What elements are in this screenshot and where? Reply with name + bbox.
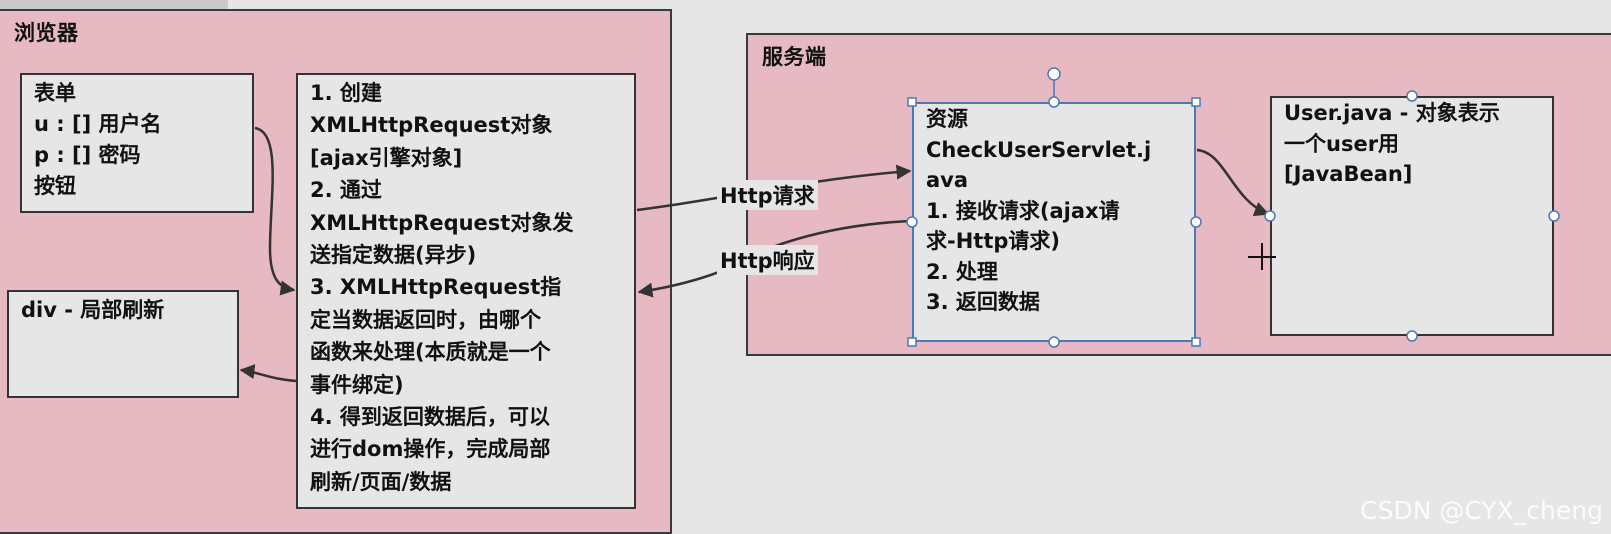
user-box-line: [JavaBean] — [1284, 162, 1413, 186]
ajax-step-line: 2. 通过 — [310, 178, 382, 203]
resize-handle-tr[interactable] — [1191, 97, 1201, 107]
form-box-line: 按钮 — [34, 174, 76, 198]
servlet-resource-box[interactable]: 资源 CheckUserServlet.j ava 1. 接收请求(ajax请 … — [912, 102, 1196, 342]
rotate-handle[interactable] — [1047, 67, 1061, 81]
ajax-step-line: 3. XMLHttpRequest指 — [310, 275, 562, 300]
http-response-label: Http响应 — [717, 245, 818, 275]
servlet-to-user-arrow[interactable] — [1196, 148, 1270, 217]
crosshair-cursor-icon — [1248, 243, 1276, 270]
ajax-step-line: [ajax引擎对象] — [310, 145, 463, 170]
form-box-line: p : [] 密码 — [34, 143, 141, 167]
connect-handle-right[interactable] — [1190, 216, 1202, 228]
http-request-label: Http请求 — [717, 180, 818, 210]
user-box-connection-points[interactable] — [1264, 90, 1560, 342]
div-refresh-box[interactable]: div - 局部刷新 — [7, 290, 239, 398]
top-gray-strip — [0, 0, 228, 9]
user-java-box[interactable]: User.java - 对象表示 一个user用 [JavaBean] — [1270, 96, 1554, 336]
ajax-step-line: 进行dom操作，完成局部 — [310, 437, 551, 462]
ajax-steps-box[interactable]: 1. 创建 XMLHttpRequest对象 [ajax引擎对象] 2. 通过 … — [296, 73, 636, 509]
form-to-ajax-arrow[interactable] — [254, 126, 296, 296]
connect-handle-left[interactable] — [906, 216, 918, 228]
selection-handles[interactable] — [906, 67, 1202, 348]
ajax-step-line: 1. 创建 — [310, 81, 382, 105]
resource-line: ava — [926, 168, 969, 192]
ajax-step-line: 定当数据返回时，由哪个 — [310, 307, 541, 332]
resource-line: 2. 处理 — [926, 259, 998, 284]
ajax-step-line: XMLHttpRequest对象发 — [310, 210, 574, 235]
div-box-line: div - 局部刷新 — [21, 298, 165, 322]
watermark: CSDN @CYX_cheng — [1360, 496, 1603, 525]
ajax-step-line: 函数来处理(本质就是一个 — [310, 340, 551, 365]
server-title: 服务端 — [762, 45, 827, 69]
user-box-line: 一个user用 — [1284, 131, 1400, 156]
resize-handle-br[interactable] — [1191, 337, 1201, 347]
connect-handle-bottom[interactable] — [1048, 336, 1060, 348]
ajax-step-line: 送指定数据(异步) — [310, 243, 477, 268]
resize-handle-bl[interactable] — [907, 337, 917, 347]
ajax-step-line: 事件绑定) — [310, 372, 404, 397]
resource-line: 1. 接收请求(ajax请 — [926, 198, 1120, 223]
connect-handle-top[interactable] — [1048, 96, 1060, 108]
resource-line: CheckUserServlet.j — [926, 137, 1152, 162]
resize-handle-tl[interactable] — [907, 97, 917, 107]
resource-line: 求-Http请求) — [926, 229, 1060, 253]
ajax-to-div-arrow[interactable] — [239, 364, 297, 383]
browser-title: 浏览器 — [14, 21, 79, 45]
resource-line: 资源 — [926, 107, 968, 131]
ajax-step-line: 4. 得到返回数据后，可以 — [310, 405, 550, 430]
resource-line: 3. 返回数据 — [926, 290, 1040, 314]
user-box-line: User.java - 对象表示 — [1284, 101, 1500, 125]
form-box-line: u : [] 用户名 — [34, 112, 162, 136]
ajax-step-line: XMLHttpRequest对象 — [310, 113, 553, 138]
ajax-step-line: 刷新/页面/数据 — [310, 469, 452, 494]
form-box-line: 表单 — [34, 81, 76, 105]
form-box[interactable]: 表单 u : [] 用户名 p : [] 密码 按钮 — [20, 73, 254, 213]
